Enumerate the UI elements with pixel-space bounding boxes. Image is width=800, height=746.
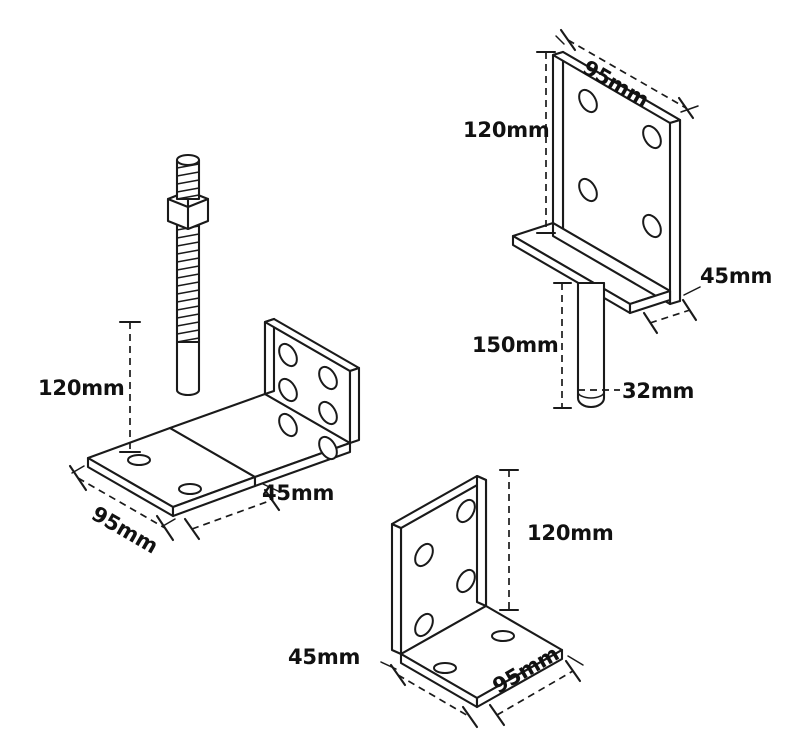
vertical-plate-left-thickness [263,317,276,396]
fixing-hole [456,498,476,524]
fixing-hole [578,88,598,114]
dowel-pin-tip-fillet [577,391,605,399]
dimension-line [496,670,574,716]
base-fixing-hole [433,662,457,674]
base-fixing-hole [491,630,515,642]
hex-nut-top-chamfer [166,197,210,209]
fixing-hole [642,213,662,239]
dimension-extension-line [162,518,176,527]
dimension-part1-height: 120mm [38,320,142,454]
dimension-label-120mm: 120mm [463,118,550,142]
dimension-part1-depth: 45mm [183,481,334,541]
fixing-hole [642,124,662,150]
dimension-part2-pin-diameter: 32mm [578,379,694,403]
fixing-hole [318,365,338,391]
dimension-part2-depth: 45mm [642,264,772,335]
dimension-tick-end [263,488,281,512]
part-bracket-with-threaded-rod: 120mm 95mm 45mm [38,154,361,558]
dimension-part3-depth: 45mm [288,645,479,729]
vertical-plate-left-thickness [390,522,403,656]
dimension-tick-start [559,28,577,52]
fixing-hole [278,377,298,403]
dimension-extension-line [71,465,85,474]
dimension-line [397,674,471,718]
part-bracket-with-pin: 120mm 95mm 45mm 150mm [463,28,772,410]
dimension-tick-end [461,705,479,729]
dimension-extension-line [555,35,565,45]
dimension-label-120mm: 120mm [527,521,614,545]
dimension-tick-start [642,311,659,335]
dimension-tick-end [677,96,695,120]
dimension-part3-height: 120mm [498,468,614,612]
dimension-tick-start [68,464,88,492]
base-plate-right-thickness [475,648,564,709]
dimension-line [567,39,687,109]
fixing-hole [278,342,298,368]
dimension-part2-pin-length: 150mm [472,281,573,410]
dimension-label-45mm: 45mm [262,481,334,505]
dimension-label-150mm: 150mm [472,333,559,357]
vertical-plate-right-thickness [668,118,682,306]
dimension-label-120mm: 120mm [38,376,125,400]
dimension-tick-start [488,703,506,727]
dimension-tick-end [564,659,582,683]
fixing-hole [318,400,338,426]
rod-upper-thread-lines [176,163,200,200]
base-fixing-hole [127,454,151,466]
dimension-label-45mm: 45mm [288,645,360,669]
dimension-tick-end [155,514,175,542]
fixing-hole [456,568,476,594]
dowel-pin-body [576,281,606,409]
base-plate-right-thickness [628,289,672,315]
fixing-hole [414,612,434,638]
dimension-label-45mm: 45mm [700,264,772,288]
vertical-plate-left-thickness [551,50,565,238]
dimension-part2-height: 120mm [463,50,557,235]
dimension-extension-line [683,286,701,296]
base-plate-inner-face [551,221,672,306]
base-fixing-hole [178,483,202,495]
dimension-extension-line [380,661,397,670]
dimension-tick-start [183,517,201,541]
rod-top-end [176,154,200,166]
fixing-hole [578,177,598,203]
fixing-hole [318,435,338,461]
dimension-extension-line [567,655,584,666]
rod-lower-shank [175,340,201,397]
part-plain-bracket: 120mm 95mm 45mm [288,468,614,729]
vertical-plate-right-thickness [348,366,361,445]
fixing-hole [278,412,298,438]
fixing-hole [414,542,434,568]
dimension-line [191,499,273,530]
dimension-extension-line [680,105,699,113]
vertical-plate-right-thickness [475,474,488,608]
dimension-label-32mm: 32mm [622,379,694,403]
dimension-line [77,477,166,529]
dimension-extension-line [262,483,281,493]
dimension-tick-end [681,298,698,322]
